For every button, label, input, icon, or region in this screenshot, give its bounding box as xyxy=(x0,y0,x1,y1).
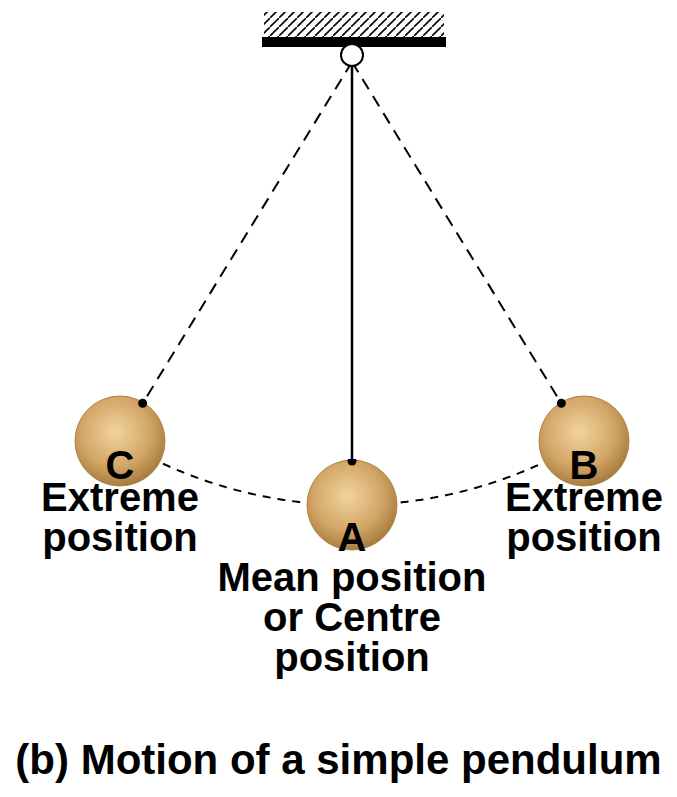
pivot xyxy=(341,44,363,66)
ceiling-hatching xyxy=(264,12,444,37)
position-label: Mean position or Centre position xyxy=(199,557,505,677)
hook-dot xyxy=(348,459,357,466)
string-dashed xyxy=(352,62,560,402)
hook-dot xyxy=(557,399,566,408)
string xyxy=(351,66,354,459)
figure-caption: (b) Motion of a simple pendulum xyxy=(0,736,677,784)
hook-dot xyxy=(138,399,147,408)
position-label: Extreme position xyxy=(32,477,208,557)
string-dashed xyxy=(144,62,352,402)
pendulum-bob: CExtreme position xyxy=(74,395,166,487)
pendulum-bob: AMean position or Centre position xyxy=(306,459,398,551)
position-label: Extreme position xyxy=(496,477,672,557)
position-letter: A xyxy=(302,517,402,557)
pendulum-bob: BExtreme position xyxy=(538,395,630,487)
